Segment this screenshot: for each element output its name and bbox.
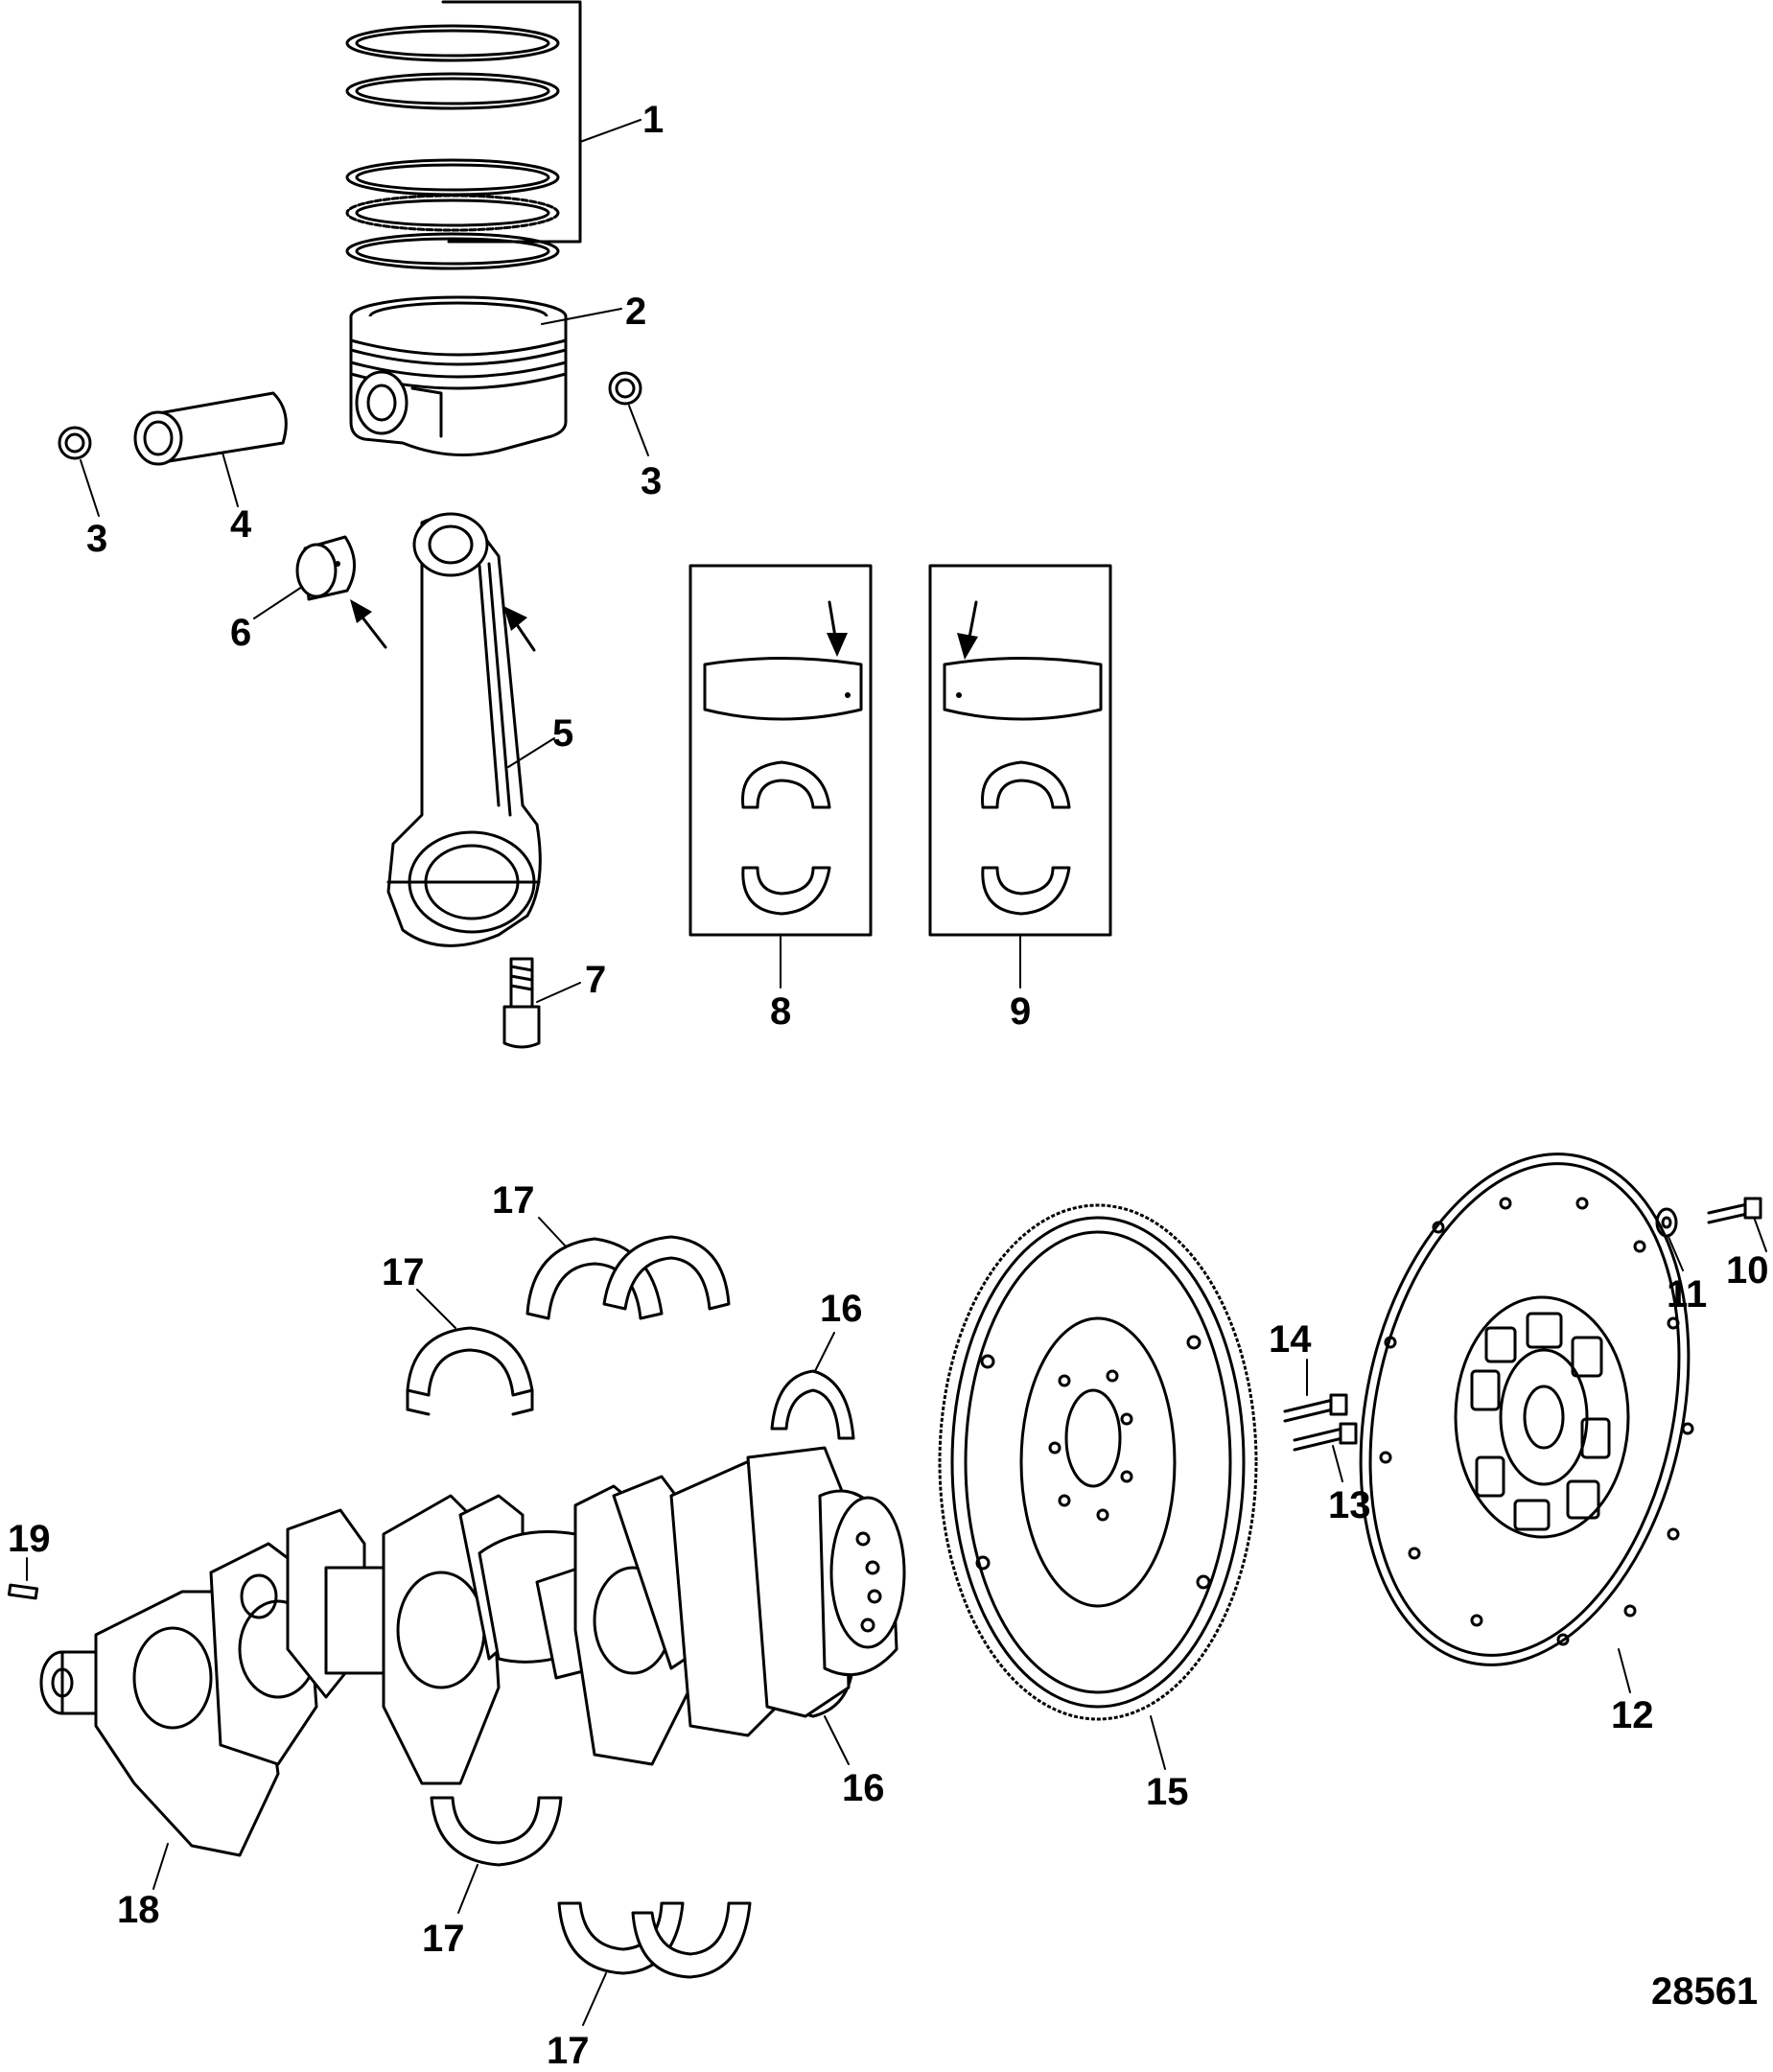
rod-bolt <box>502 957 581 1049</box>
damper-plate <box>1359 1152 1694 1693</box>
callout-16-upper: 16 <box>820 1288 863 1330</box>
callout-17-lower-b: 17 <box>547 2030 590 2072</box>
callout-16-lower: 16 <box>842 1767 885 1809</box>
callout-6: 6 <box>230 612 251 654</box>
dowel-pin <box>7 1557 39 1600</box>
callout-15: 15 <box>1146 1771 1189 1813</box>
figure-number: 28561 <box>1651 1970 1758 2013</box>
callout-13: 13 <box>1328 1484 1371 1526</box>
callout-2: 2 <box>625 291 646 333</box>
pin-bushing <box>253 535 387 649</box>
main-bearing-lower-a <box>430 1796 563 1914</box>
callout-17-upper-a: 17 <box>382 1251 425 1293</box>
flywheel <box>938 1203 1258 1770</box>
thrust-washer-upper <box>770 1332 855 1440</box>
callout-5: 5 <box>552 712 573 755</box>
rod-bearing-box-9 <box>928 564 1112 989</box>
damper-bolt <box>1707 1197 1767 1252</box>
main-bearing-lower-b <box>557 1901 752 2026</box>
callout-18: 18 <box>117 1889 160 1931</box>
callout-1: 1 <box>642 99 664 141</box>
connecting-rod <box>386 512 555 947</box>
damper-washer <box>1655 1207 1684 1271</box>
callout-9: 9 <box>1010 990 1031 1033</box>
callout-3-left: 3 <box>86 518 107 560</box>
piston-rings <box>345 0 642 270</box>
callout-17-lower-a: 17 <box>422 1918 465 1960</box>
main-bearing-upper-b <box>525 1217 731 1320</box>
piston-pin <box>133 391 288 507</box>
callout-19: 19 <box>8 1518 51 1560</box>
crankshaft <box>39 1446 906 1890</box>
flywheel-bolt-14 <box>1283 1359 1348 1423</box>
callout-11: 11 <box>1667 1273 1707 1315</box>
callout-4: 4 <box>230 503 252 546</box>
piston-pin-retainer-right <box>608 371 649 456</box>
piston-pin-retainer-left <box>58 426 100 517</box>
callout-8: 8 <box>770 990 791 1033</box>
callout-17-upper-b: 17 <box>492 1179 535 1222</box>
rod-bearing-box-8 <box>688 564 873 989</box>
callout-7: 7 <box>585 959 606 1001</box>
callout-labels: 1 2 3 3 4 5 6 7 8 9 10 11 12 13 14 15 16… <box>8 99 1769 2072</box>
flywheel-bolt-13 <box>1293 1422 1358 1482</box>
callout-12: 12 <box>1611 1694 1654 1736</box>
callout-3-right: 3 <box>641 460 662 502</box>
main-bearing-upper-a <box>406 1289 534 1416</box>
callout-14: 14 <box>1269 1318 1312 1361</box>
piston <box>349 295 622 456</box>
callout-10: 10 <box>1726 1249 1769 1292</box>
